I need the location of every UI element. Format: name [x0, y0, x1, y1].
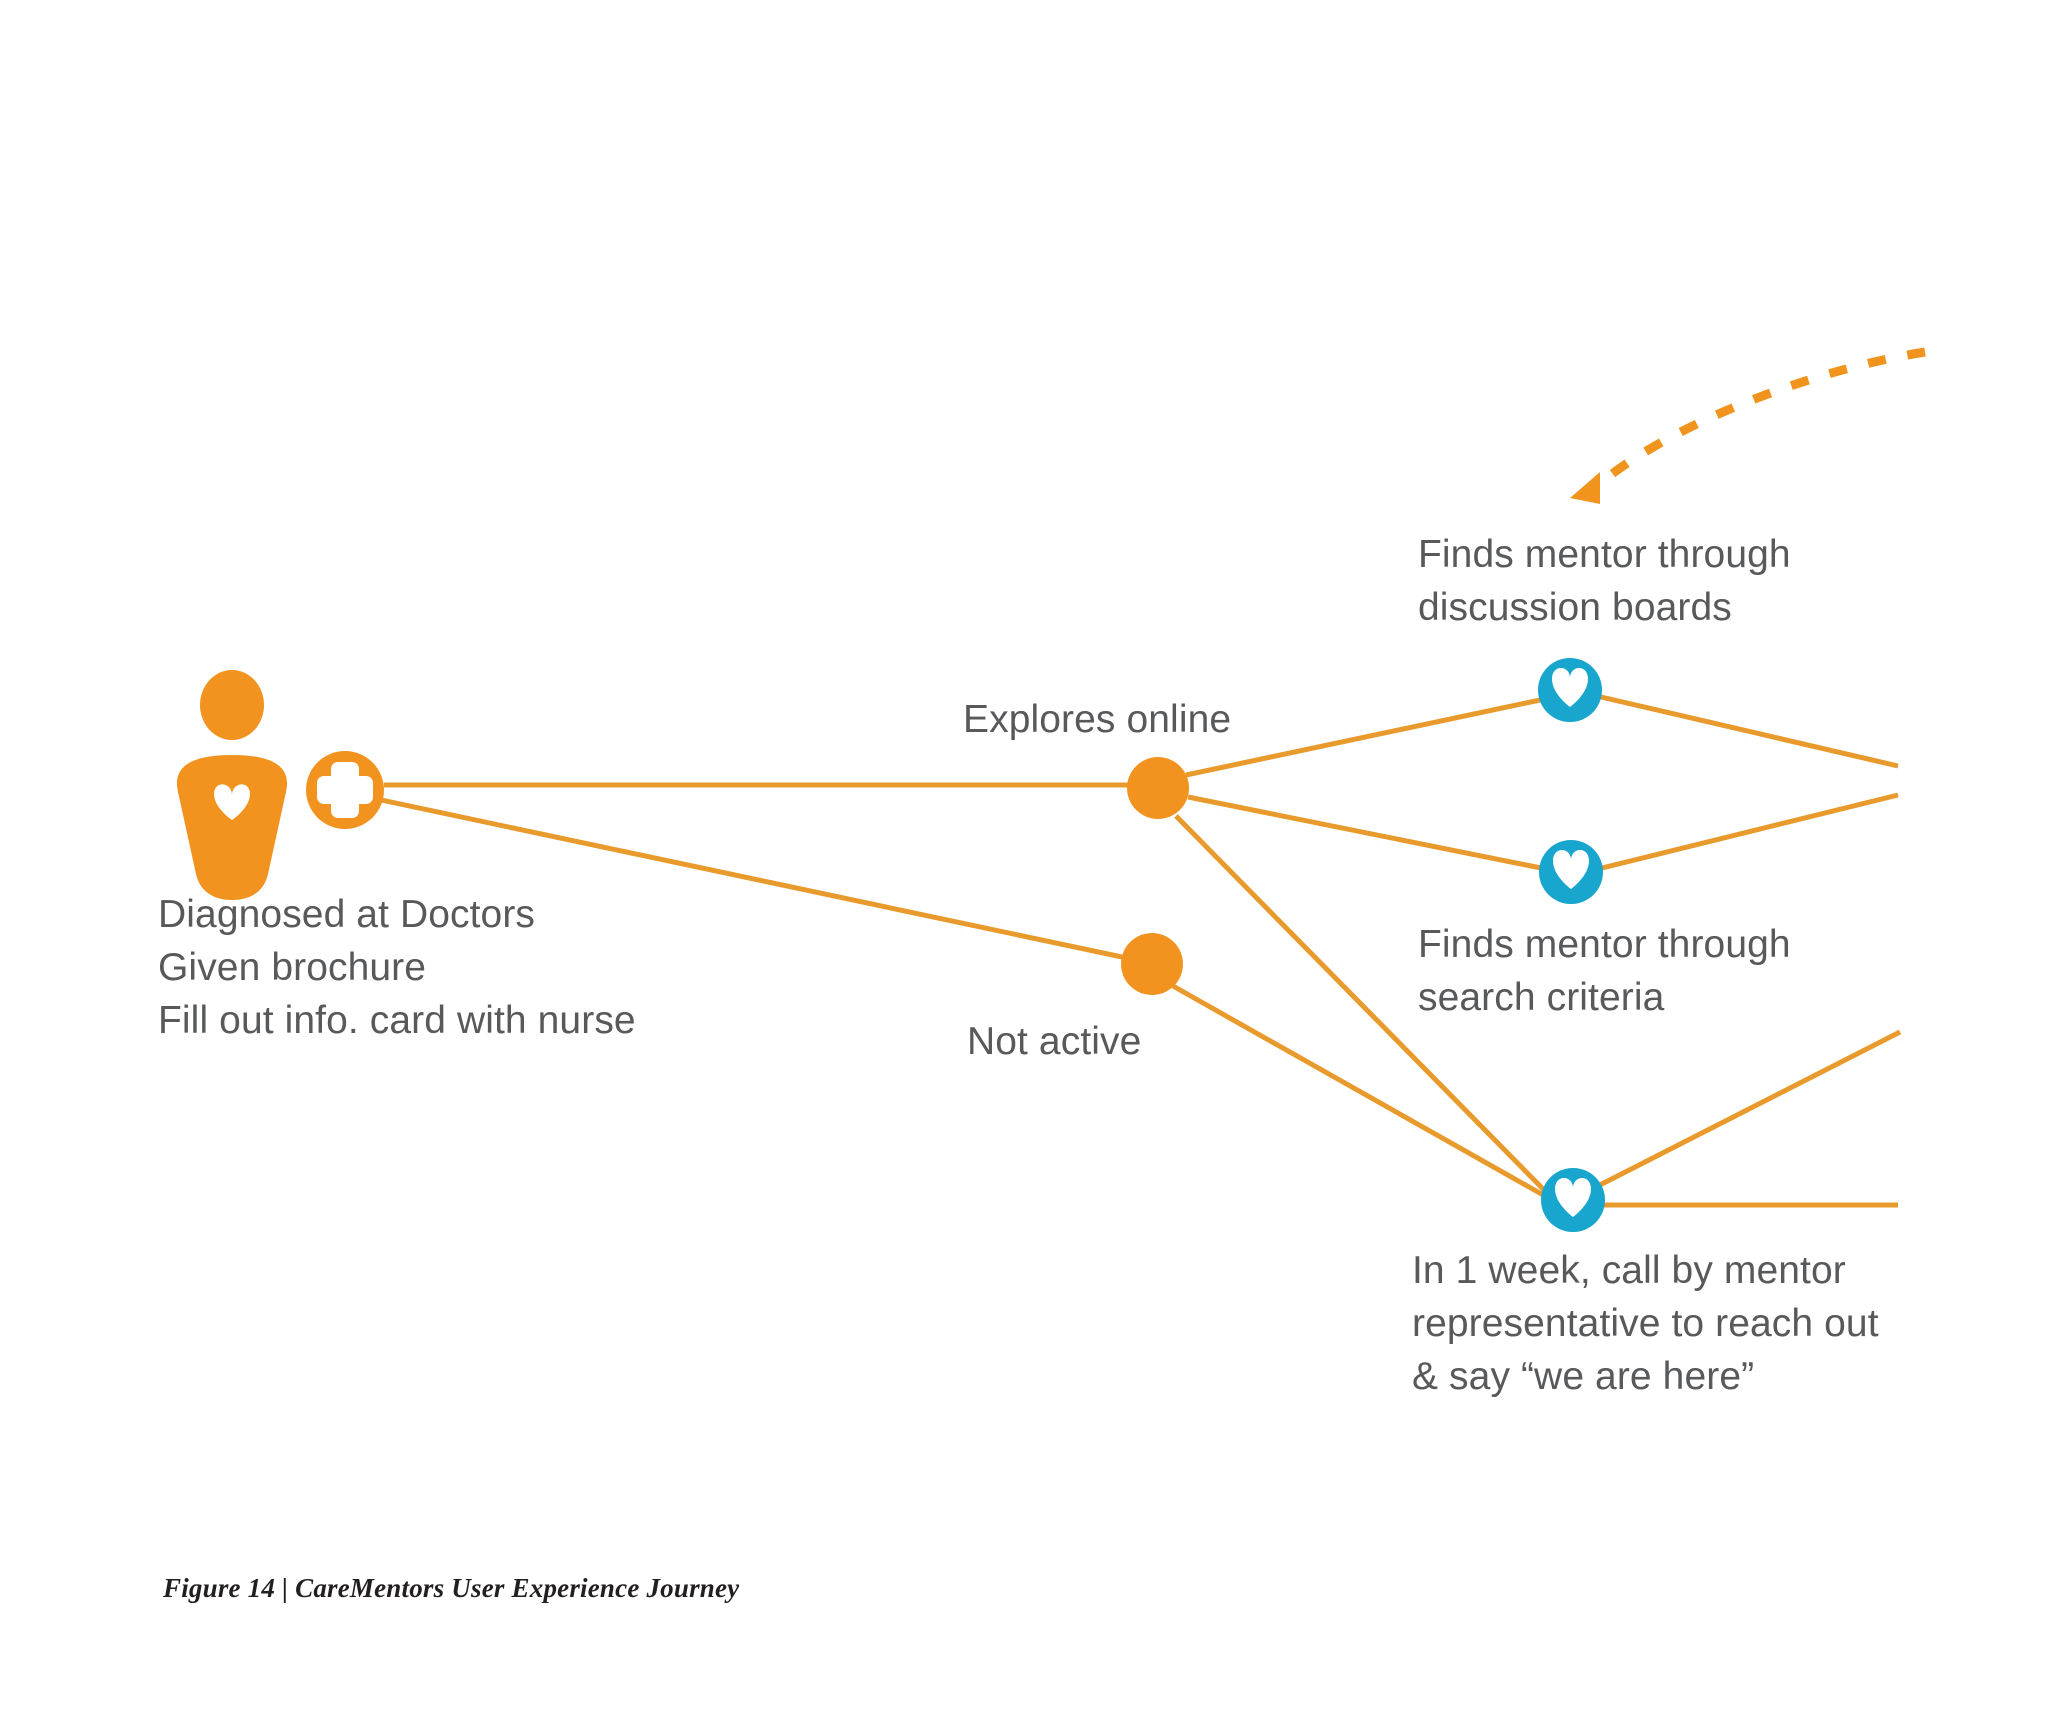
edge-search-to-right: [1601, 792, 1899, 871]
edge-discussion-to-right: [1600, 694, 1899, 769]
node-mentor-discussion[interactable]: [1538, 658, 1602, 722]
edge-patient-to-not-active: [380, 797, 1123, 960]
person-with-heart-icon: [176, 670, 288, 900]
label-explores-online: Explores online: [963, 698, 1232, 741]
dotted-curved-arrow-icon: [1570, 347, 1926, 504]
node-not-active[interactable]: [1121, 933, 1183, 995]
edge-explores-to-search: [1187, 794, 1542, 871]
edge-not-active-to-callback: [1171, 983, 1547, 1199]
label-finds-mentor-discussion-boards: Finds mentor through discussion boards: [1418, 533, 1791, 629]
node-mentor-callback[interactable]: [1541, 1168, 1605, 1232]
plus-badge-icon: [306, 751, 384, 829]
edge-callback-to-right-diagonal: [1590, 1029, 1902, 1192]
label-finds-mentor-search-criteria: Finds mentor through search criteria: [1418, 923, 1791, 1019]
edge-explores-to-discussion: [1185, 697, 1541, 778]
figure-caption: Figure 14 | CareMentors User Experience …: [163, 1573, 740, 1603]
connector-lines: [380, 694, 1902, 1208]
label-mentor-callback: In 1 week, call by mentor representative…: [1412, 1249, 1879, 1398]
node-mentor-search[interactable]: [1539, 840, 1603, 904]
edge-explores-to-callback: [1174, 814, 1548, 1194]
label-not-active: Not active: [967, 1020, 1142, 1063]
node-explores-online[interactable]: [1127, 757, 1189, 819]
label-diagnosis-intake: Diagnosed at Doctors Given brochure Fill…: [158, 893, 636, 1042]
